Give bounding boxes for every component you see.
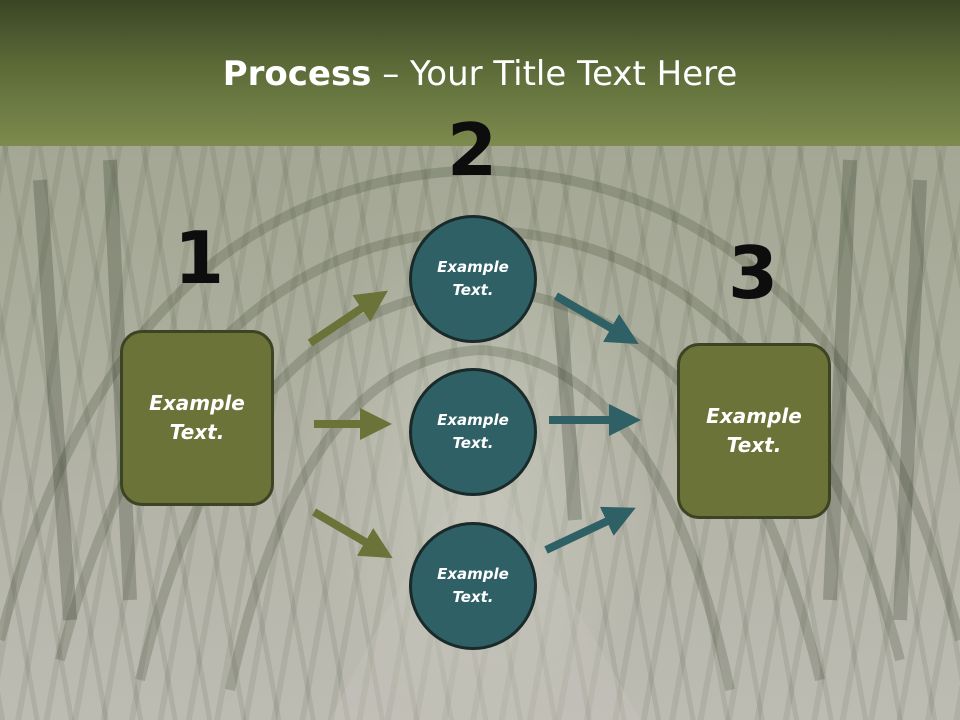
step-1-text-line1: Example: [149, 391, 245, 415]
step-3-text-line1: Example: [706, 404, 802, 428]
circle-bottom-text-line2: Text.: [452, 588, 494, 606]
arrow-to-circle-bottom: [311, 508, 393, 559]
circle-middle-text-line1: Example: [437, 411, 509, 429]
circle-top-text-line1: Example: [437, 258, 509, 276]
arrow-to-circle-top: [307, 290, 388, 347]
title-bold: Process: [222, 54, 372, 94]
arrow-from-circle-top: [553, 292, 639, 345]
step-number-2: 2: [446, 108, 498, 192]
step-number-3: 3: [727, 231, 779, 315]
step-1-text-line2: Text.: [169, 420, 225, 444]
circle-middle: Example Text.: [409, 368, 537, 496]
circle-middle-text-line2: Text.: [452, 434, 494, 452]
circle-top-text-line2: Text.: [452, 281, 494, 299]
step-3-text-line2: Text.: [726, 433, 782, 457]
circle-bottom-text-line1: Example: [437, 565, 509, 583]
title-rest: – Your Title Text Here: [371, 54, 738, 94]
arrow-from-circle-bottom: [544, 506, 636, 554]
step-number-1: 1: [173, 216, 225, 300]
slide-title: Process – Your Title Text Here: [0, 52, 960, 96]
circle-bottom: Example Text.: [409, 522, 537, 650]
circle-top: Example Text.: [409, 215, 537, 343]
step-3-box: Example Text.: [677, 343, 831, 519]
step-1-box: Example Text.: [120, 330, 274, 506]
title-bar: [0, 0, 960, 146]
